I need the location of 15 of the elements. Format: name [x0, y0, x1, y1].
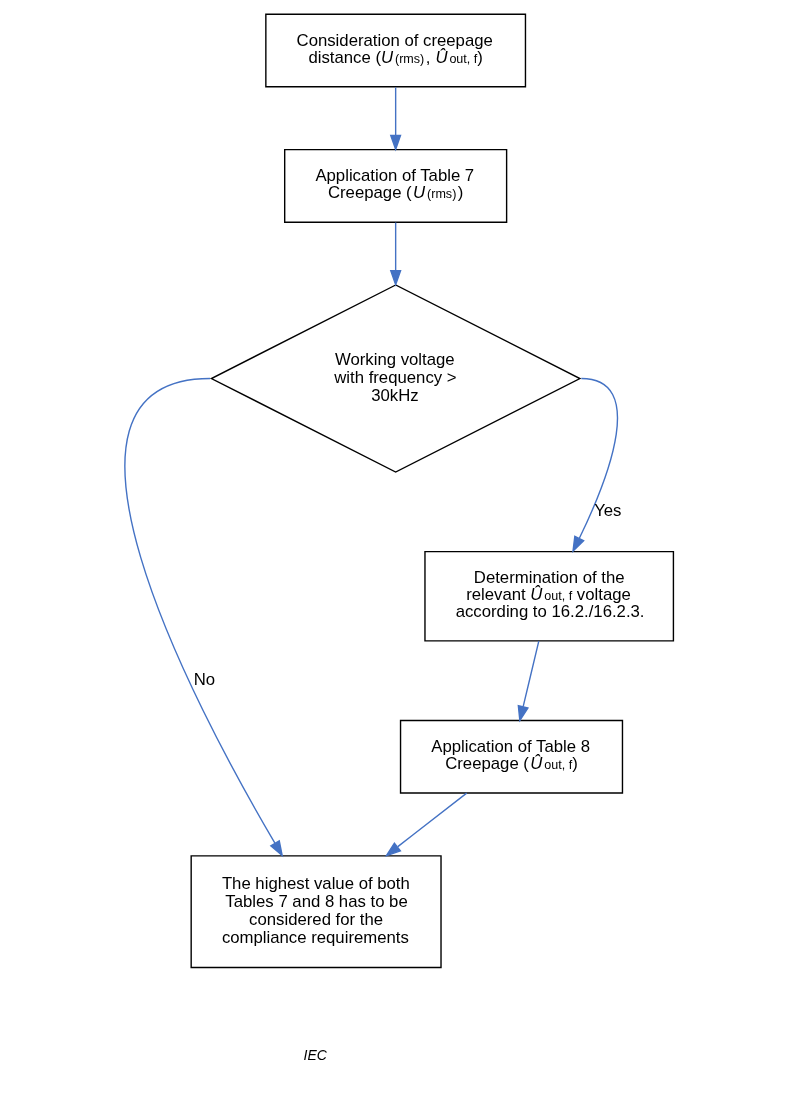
- node-box: Application of Table 7 Creepage (U(rms)): [283, 148, 507, 223]
- arrow: [517, 640, 539, 723]
- label: IEC: [303, 1046, 327, 1063]
- arrow: [384, 792, 467, 857]
- node-box: The highest value of both Tables 7 and 8 has to be considered for the compliance requirements: [190, 855, 442, 969]
- arrow: [389, 221, 402, 287]
- node-box: Application of Table 8 Creepage (Ûout, f): [399, 719, 623, 794]
- node-box: Consideration of creepage distance (U(rms), Ûout, f): [264, 13, 526, 88]
- arrow: [123, 377, 283, 858]
- edge-label: No: [193, 670, 215, 690]
- arrow: [389, 86, 402, 152]
- node-box: Determination of the relevant Ûout, f voltage according to 16.2./16.2.3.: [423, 550, 674, 642]
- arrow: [571, 377, 618, 553]
- edge-label: Yes: [593, 501, 621, 521]
- node-diamond: Working voltage with frequency > 30kHz: [209, 284, 581, 473]
